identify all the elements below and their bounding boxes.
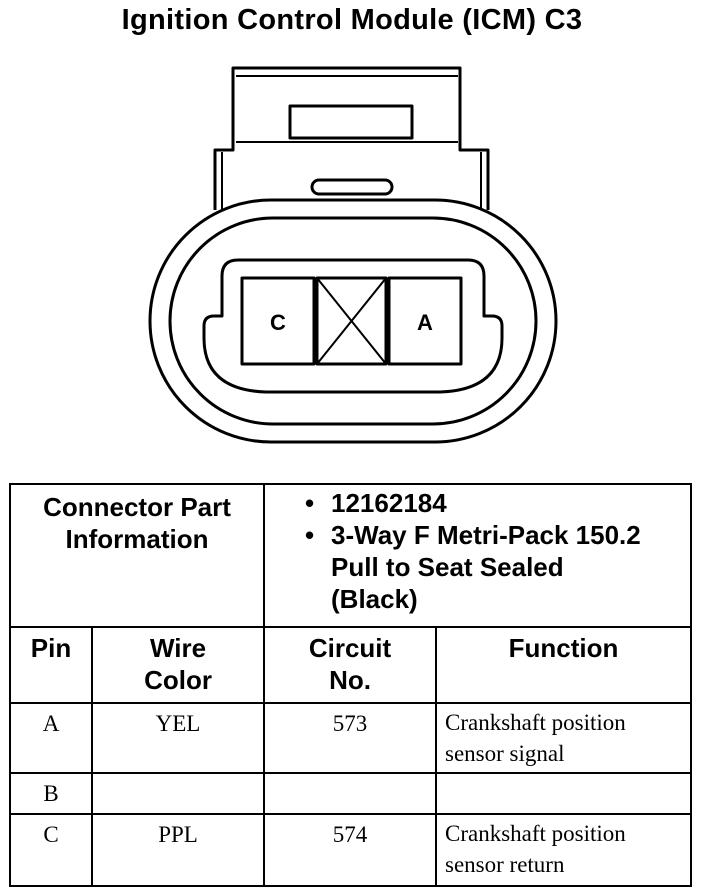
pin-cell: C	[9, 813, 93, 887]
header-wire-color: Wire Color	[90, 626, 266, 704]
pin-cavity-a	[387, 276, 463, 366]
part-info-label-cell: Connector Part Information	[8, 483, 266, 628]
pin-cell: B	[9, 772, 93, 815]
function-cell: Crankshaft position sensor signal	[435, 702, 693, 774]
pin-cavity-c	[240, 276, 316, 366]
wire-color-cell: PPL	[90, 813, 266, 887]
connector-diagram: C A	[148, 66, 558, 444]
part-info-values-cell: 12162184 3-Way F Metri-Pack 150.2 Pull t…	[263, 483, 693, 628]
connector-info-table: Connector Part Information 12162184 3-Wa…	[8, 483, 693, 887]
part-info-row: Connector Part Information 12162184 3-Wa…	[8, 483, 693, 628]
table-row: B	[9, 772, 693, 815]
part-number: 12162184	[305, 487, 690, 519]
wire-color-cell	[90, 772, 266, 815]
header-function: Function	[435, 626, 693, 704]
table-row: C PPL 574 Crankshaft position sensor ret…	[9, 813, 693, 887]
function-cell: Crankshaft position sensor return	[435, 813, 693, 887]
connector-latch	[213, 66, 490, 210]
header-circuit-no: Circuit No.	[263, 626, 438, 704]
part-info-label: Connector Part Information	[43, 492, 231, 554]
pin-label-a: A	[417, 310, 433, 335]
pin-cell: A	[9, 702, 93, 774]
wire-color-cell: YEL	[90, 702, 266, 774]
pin-cavity-b-blocked	[315, 276, 388, 366]
header-row: Pin Wire Color Circuit No. Function	[9, 626, 693, 704]
function-cell	[435, 772, 693, 815]
circuit-cell	[263, 772, 438, 815]
circuit-cell: 573	[263, 702, 438, 774]
connector-inner-shell	[168, 216, 538, 426]
table-row: A YEL 573 Crankshaft position sensor sig…	[9, 702, 693, 774]
connector-cavity	[202, 258, 504, 394]
part-description: 3-Way F Metri-Pack 150.2 Pull to Seat Se…	[305, 519, 690, 615]
part-info-bullets: 12162184 3-Way F Metri-Pack 150.2 Pull t…	[265, 485, 690, 615]
circuit-cell: 574	[263, 813, 438, 887]
connector-outer-shell	[148, 198, 558, 444]
diagram-title: Ignition Control Module (ICM) C3	[121, 4, 583, 36]
pin-label-c: C	[270, 310, 286, 335]
header-pin: Pin	[9, 626, 93, 704]
